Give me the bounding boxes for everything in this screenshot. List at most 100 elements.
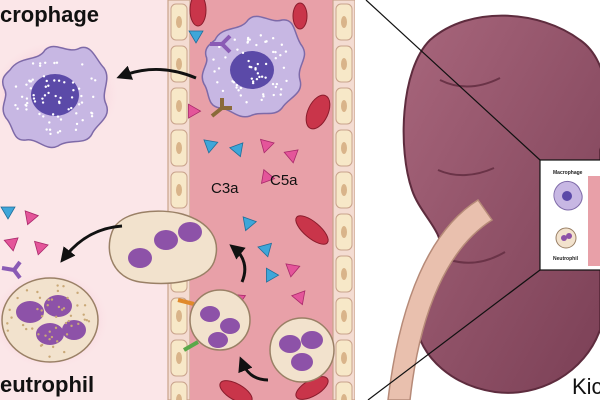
endothelial-nucleus	[176, 394, 182, 400]
kidney-lobe-line	[439, 77, 501, 88]
granule	[43, 94, 47, 97]
endothelial-nucleus	[176, 310, 182, 322]
granule	[90, 77, 93, 80]
c5a-fragment	[283, 149, 299, 164]
granule	[36, 307, 39, 311]
inset-vessel	[588, 176, 600, 266]
granule	[285, 79, 288, 83]
receptor-brown	[210, 98, 232, 118]
granule	[33, 100, 37, 103]
granule	[69, 314, 73, 317]
granule	[218, 45, 221, 49]
granule	[233, 38, 236, 41]
macrophage-nucleus	[31, 74, 79, 116]
granule	[224, 56, 227, 59]
granule	[239, 94, 242, 97]
granule	[48, 330, 51, 333]
ureter	[387, 198, 494, 400]
c3a-fragment	[203, 139, 219, 154]
c5a-fragment	[3, 237, 19, 252]
macrophage-granules	[14, 61, 97, 136]
granule	[57, 305, 61, 309]
c5a-label: C5a	[270, 172, 298, 189]
granule	[25, 97, 29, 100]
endothelial-cell	[170, 381, 188, 400]
neutrophil-tissue-body	[1, 277, 99, 363]
endothelial-nucleus	[341, 16, 347, 28]
granule	[38, 64, 42, 68]
endothelial-nucleus	[176, 352, 182, 364]
neutrophil-granules	[6, 284, 91, 358]
granule	[213, 70, 216, 73]
granule	[6, 322, 9, 325]
granule	[81, 119, 84, 122]
granule	[44, 334, 47, 337]
c3a-fragment	[228, 142, 244, 158]
neutrophil-body	[189, 289, 251, 351]
rbc	[219, 380, 253, 400]
granule	[48, 355, 51, 358]
endothelial-nucleus	[176, 58, 182, 70]
neutrophil-lobe	[291, 353, 313, 371]
granule	[37, 333, 40, 336]
granule	[36, 290, 39, 294]
granule	[76, 304, 79, 307]
granule	[212, 58, 215, 61]
granule	[77, 322, 80, 326]
c5a-fragment	[260, 168, 276, 184]
granule	[38, 62, 42, 65]
granule	[45, 79, 48, 83]
granule	[32, 93, 35, 97]
granule	[60, 308, 64, 311]
neutrophil-lobe	[220, 318, 240, 334]
inset-macrophage-nucleus	[562, 191, 572, 201]
granule	[32, 97, 36, 100]
macrophage-tissue	[0, 40, 120, 150]
organ-label: Kic	[572, 374, 600, 399]
granule	[260, 75, 264, 78]
macrophage-label: crophage	[0, 2, 100, 27]
neutrophil-lobe	[208, 332, 228, 348]
c5a-fragment	[33, 240, 49, 256]
granule	[57, 100, 61, 103]
neutrophil-vessel-1	[189, 289, 251, 351]
granule	[282, 66, 286, 69]
granule	[31, 78, 34, 81]
granule	[66, 296, 69, 300]
granule	[55, 340, 59, 343]
granule	[85, 319, 89, 322]
granule	[262, 93, 265, 96]
granule	[75, 122, 79, 126]
granule	[47, 84, 50, 87]
c5a-fragment	[259, 138, 275, 154]
granule	[51, 113, 55, 116]
arrow-neutrophil-migration	[60, 224, 123, 263]
granule	[90, 112, 94, 115]
kidney-body	[402, 14, 600, 394]
granule	[48, 128, 52, 131]
kidney	[387, 14, 600, 400]
granule	[271, 37, 275, 40]
granule	[42, 115, 45, 118]
c5a-fragment	[285, 263, 301, 278]
granule	[221, 89, 225, 93]
endothelial-cells	[170, 3, 353, 400]
granule	[275, 82, 279, 86]
granule	[25, 104, 28, 107]
granule	[70, 106, 73, 110]
granule	[70, 324, 73, 328]
inset-neutrophil-label: Neutrophil	[553, 256, 578, 262]
granule	[272, 93, 275, 97]
receptors	[1, 34, 232, 352]
granule	[50, 335, 54, 339]
granule	[237, 89, 240, 92]
granule	[16, 107, 19, 110]
granule	[44, 61, 47, 64]
granule	[272, 50, 275, 54]
c5a-fragment	[290, 290, 306, 306]
granule	[59, 118, 63, 121]
granule	[274, 57, 277, 60]
granule	[62, 307, 66, 310]
receptor-tissue-purple	[1, 260, 22, 280]
granule	[258, 75, 261, 79]
